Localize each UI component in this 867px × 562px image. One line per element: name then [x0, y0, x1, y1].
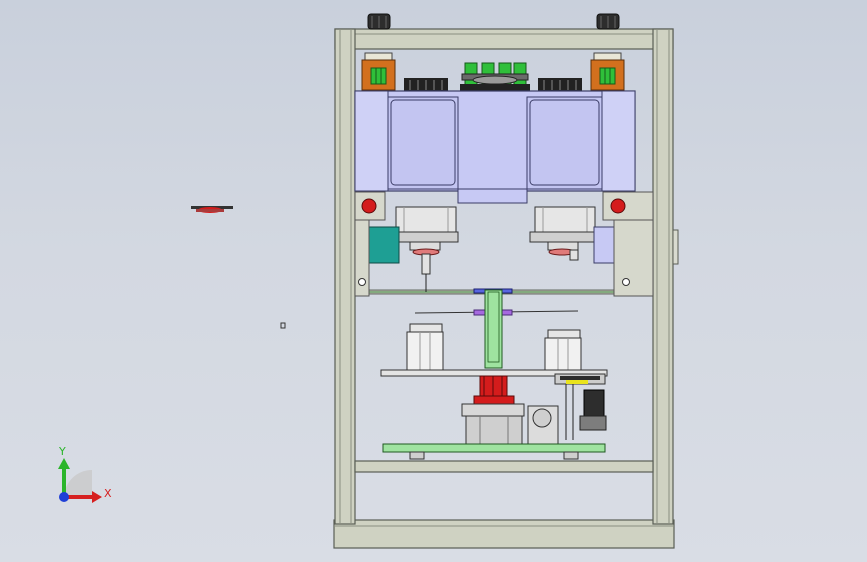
- side-panel-left[interactable]: [354, 219, 370, 297]
- stray-washer-part[interactable]: [191, 206, 233, 213]
- timing-pulley-left[interactable]: [404, 78, 448, 91]
- base-plate[interactable]: [382, 443, 606, 460]
- stray-tiny-part[interactable]: [280, 322, 286, 329]
- center-drive-assembly[interactable]: [460, 62, 530, 93]
- emergency-button-left[interactable]: [361, 198, 377, 214]
- top-knob-left[interactable]: [367, 13, 391, 30]
- top-knob-right[interactable]: [596, 13, 620, 30]
- timing-pulley-right[interactable]: [538, 78, 582, 91]
- rotary-hub-red[interactable]: [473, 375, 515, 405]
- machine-frame[interactable]: [333, 28, 679, 549]
- sensor-bracket[interactable]: [554, 373, 607, 440]
- vertical-column[interactable]: [484, 289, 503, 369]
- cup-right[interactable]: [544, 329, 582, 371]
- triad-y-label: Y: [58, 445, 66, 458]
- triad-x-label: X: [104, 487, 112, 500]
- emergency-button-right[interactable]: [610, 198, 626, 214]
- gearbox[interactable]: [461, 403, 525, 445]
- motor-right[interactable]: [590, 52, 625, 91]
- upper-housing[interactable]: [354, 90, 636, 204]
- drive-motor[interactable]: [527, 405, 559, 445]
- motor-left[interactable]: [361, 52, 396, 91]
- side-panel-right[interactable]: [613, 219, 654, 297]
- spindle-left[interactable]: [391, 206, 459, 292]
- cup-left[interactable]: [406, 323, 444, 371]
- coordinate-triad: [58, 458, 102, 503]
- spindle-right[interactable]: [529, 206, 597, 261]
